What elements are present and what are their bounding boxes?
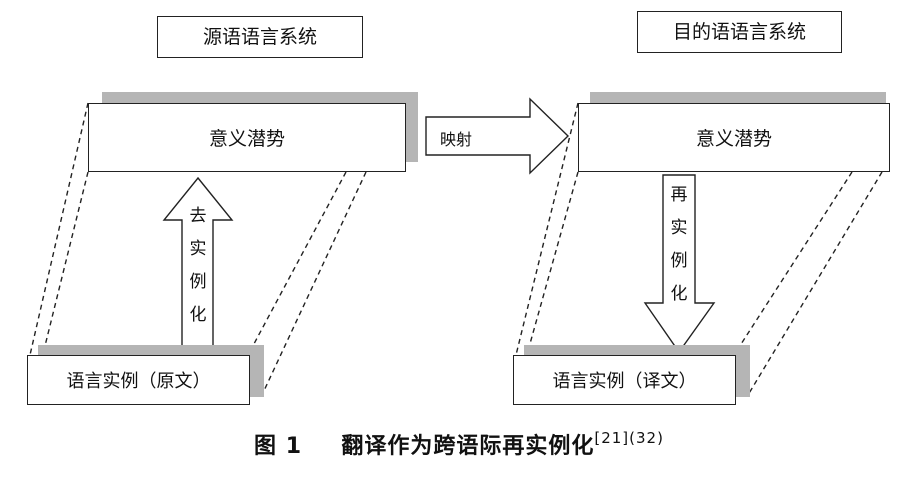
dashed-edge <box>515 102 579 356</box>
reinstantiation-arrow <box>643 174 716 354</box>
dashed-edge <box>525 171 579 359</box>
target-instance: 语言实例（译文） <box>513 355 736 405</box>
target-meaning-label: 意义潜势 <box>695 128 772 150</box>
target-meaning-potential: 意义潜势 <box>578 103 890 172</box>
dashed-edge <box>41 171 89 359</box>
deinstantiation-char: 例 <box>189 272 207 292</box>
mapping-label: 映射 <box>440 130 473 149</box>
reinstantiation-label: 再 实 例 化 <box>668 187 690 319</box>
deinstantiation-char: 化 <box>189 305 207 325</box>
source-meaning-potential: 意义潜势 <box>88 103 406 172</box>
dashed-edge <box>747 171 883 396</box>
reinstantiation-char: 实 <box>670 218 688 238</box>
target-system-title-text: 目的语语言系统 <box>672 20 806 43</box>
deinstantiation-char: 实 <box>189 239 207 259</box>
reinstantiation-char: 例 <box>670 251 688 271</box>
reinstantiation-char: 化 <box>670 284 688 304</box>
dashed-edge <box>733 171 853 356</box>
dashed-edge <box>247 171 347 356</box>
source-system-title: 源语语言系统 <box>157 16 363 58</box>
deinstantiation-char: 去 <box>189 206 207 226</box>
figure-number: 图 1 <box>254 434 302 459</box>
dashed-edge <box>261 171 367 396</box>
source-meaning-label: 意义潜势 <box>208 128 285 150</box>
target-instance-label: 语言实例（译文） <box>552 371 697 392</box>
figure-title: 翻译作为跨语际再实例化 <box>341 434 595 459</box>
mapping-arrow <box>425 97 570 175</box>
source-instance: 语言实例（原文） <box>27 355 250 405</box>
figure-refs: [21](32) <box>594 429 664 447</box>
source-system-title-text: 源语语言系统 <box>202 25 317 48</box>
target-system-title: 目的语语言系统 <box>637 11 842 53</box>
reinstantiation-char: 再 <box>670 185 688 205</box>
source-instance-label: 语言实例（原文） <box>66 371 211 392</box>
figure-caption: 图 1 翻译作为跨语际再实例化[21](32) <box>0 428 918 460</box>
dashed-edge <box>29 102 89 356</box>
deinstantiation-label: 去 实 例 化 <box>187 208 209 340</box>
